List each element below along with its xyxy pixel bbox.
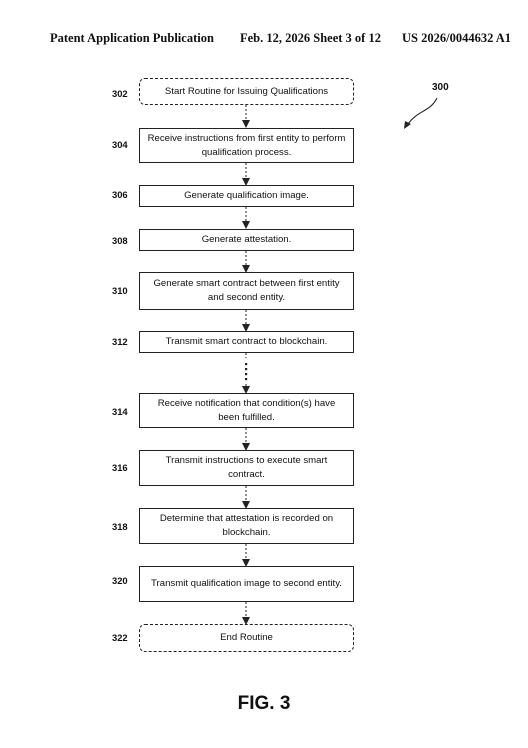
process-box-310: Generate smart contract between first en… (139, 272, 354, 310)
diagram-reference-number: 300 (432, 82, 449, 93)
process-box-308: Generate attestation. (139, 229, 354, 251)
process-box-312: Transmit smart contract to blockchain. (139, 331, 354, 353)
publication-number: US 2026/0044632 A1 (402, 31, 512, 45)
end-terminal: End Routine (139, 624, 354, 652)
step-number-322: 322 (112, 632, 128, 643)
process-box-316: Transmit instructions to execute smart c… (139, 450, 354, 486)
step-number-316: 316 (112, 462, 128, 473)
step-number-312: 312 (112, 336, 128, 347)
process-box-314: Receive notification that condition(s) h… (139, 393, 354, 428)
step-number-308: 308 (112, 235, 128, 246)
patent-header: Patent Application Publication Feb. 12, … (0, 31, 528, 45)
publication-date-sheet: Feb. 12, 2026 Sheet 3 of 12 (240, 31, 381, 45)
step-number-318: 318 (112, 521, 128, 532)
figure-label: FIG. 3 (237, 693, 291, 714)
step-number-314: 314 (112, 406, 128, 417)
process-box-320: Transmit qualification image to second e… (139, 566, 354, 602)
step-number-302: 302 (112, 88, 128, 99)
step-number-306: 306 (112, 189, 128, 200)
process-box-318: Determine that attestation is recorded o… (139, 508, 354, 544)
process-box-304: Receive instructions from first entity t… (139, 128, 354, 163)
step-number-310: 310 (112, 285, 128, 296)
continuation-ellipsis (245, 363, 248, 381)
publication-type: Patent Application Publication (50, 31, 214, 45)
step-number-304: 304 (112, 139, 128, 150)
start-terminal: Start Routine for Issuing Qualifications (139, 78, 354, 105)
step-number-320: 320 (112, 575, 128, 586)
process-box-306: Generate qualification image. (139, 185, 354, 207)
